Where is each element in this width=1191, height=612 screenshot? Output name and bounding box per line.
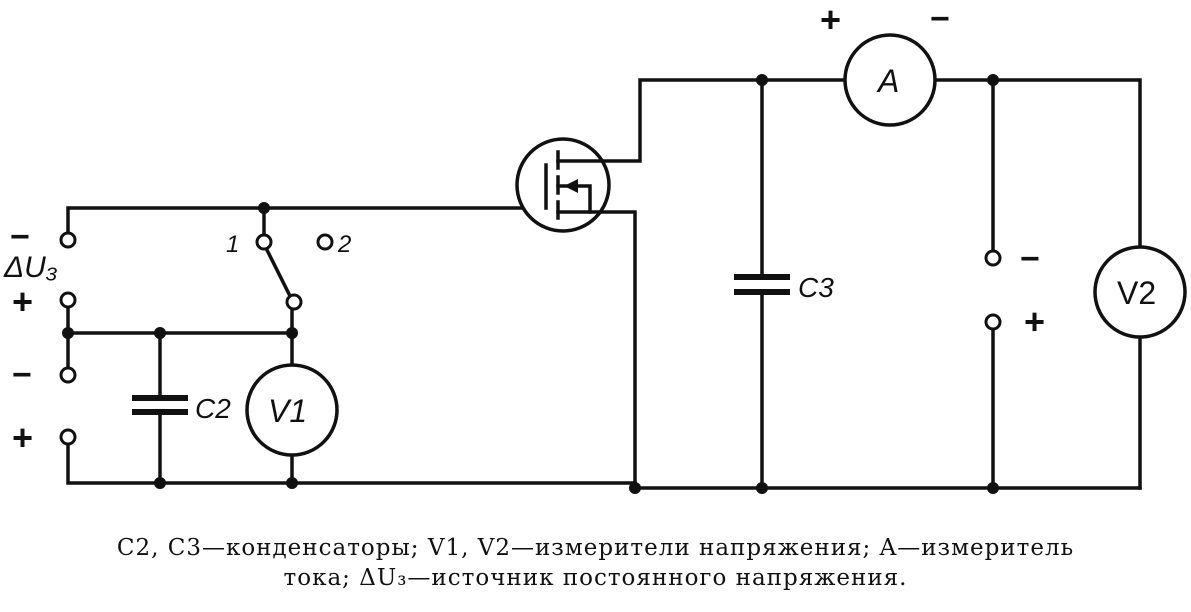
wires — [66, 78, 1142, 490]
ammeter-label: A — [876, 63, 899, 99]
circuit-schematic: − ΔU₃ + − + 1 2 C2 V1 C3 A V2 + − − + — [3, 0, 1187, 494]
input-minus-sign-2: − — [12, 356, 32, 394]
input-plus-sign-2: + — [12, 417, 33, 458]
ammeter-symbol — [843, 33, 937, 127]
c3-label: C3 — [798, 272, 834, 303]
mosfet-transistor — [515, 137, 611, 233]
figure-caption: C2, C3—конденсаторы; V1, V2—измерители н… — [0, 533, 1191, 593]
switch-position-1-label: 1 — [226, 231, 239, 258]
capacitor-c3 — [734, 274, 790, 295]
output-terminals — [984, 249, 1002, 331]
caption-line-2: тока; ΔU₃—источник постоянного напряжени… — [283, 565, 908, 591]
delta-u3-label: ΔU₃ — [3, 251, 58, 284]
v2-label: V2 — [1117, 275, 1156, 311]
capacitor-c2 — [132, 395, 188, 415]
switch-position-2-label: 2 — [337, 231, 351, 258]
c2-label: C2 — [195, 393, 231, 424]
voltmeter-v1-symbol — [245, 363, 339, 457]
input-minus-sign: − — [10, 218, 30, 256]
output-minus-sign: − — [1020, 240, 1040, 278]
ammeter-plus-sign: + — [820, 0, 841, 40]
ammeter-minus-sign: − — [930, 0, 950, 38]
input-plus-sign: + — [12, 281, 33, 322]
switch-contacts — [255, 233, 334, 311]
junction-dots — [62, 74, 999, 494]
input-terminals — [59, 231, 77, 446]
caption-line-1: C2, C3—конденсаторы; V1, V2—измерители н… — [116, 535, 1075, 561]
output-plus-sign: + — [1024, 301, 1045, 342]
voltmeter-v2-symbol — [1093, 245, 1187, 339]
v1-label: V1 — [268, 393, 307, 429]
